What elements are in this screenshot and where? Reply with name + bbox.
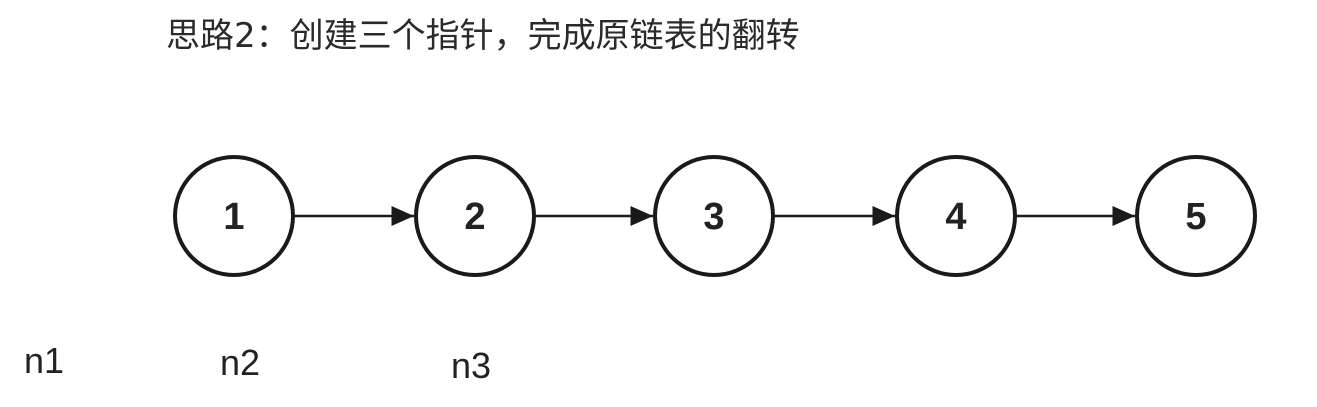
list-node-1: 1: [173, 155, 295, 277]
node-circle: [173, 155, 295, 277]
pointer-label-n2: n2: [220, 342, 261, 383]
pointer-label-n1: n1: [24, 340, 65, 381]
node-circle: [653, 155, 775, 277]
list-node-4: 4: [895, 155, 1017, 277]
node-circle: [414, 155, 536, 277]
diagram-title: 思路2：创建三个指针，完成原链表的翻转: [166, 16, 800, 56]
list-node-5: 5: [1135, 155, 1257, 277]
node-value: 3: [703, 196, 724, 238]
node-circle: [1135, 155, 1257, 277]
node-value: 5: [1185, 196, 1206, 238]
node-value: 2: [464, 196, 485, 238]
pointer-label-n3: n3: [451, 345, 492, 386]
node-circle: [895, 155, 1017, 277]
list-node-2: 2: [414, 155, 536, 277]
node-value: 4: [945, 196, 966, 238]
node-value: 1: [223, 196, 244, 238]
list-node-3: 3: [653, 155, 775, 277]
